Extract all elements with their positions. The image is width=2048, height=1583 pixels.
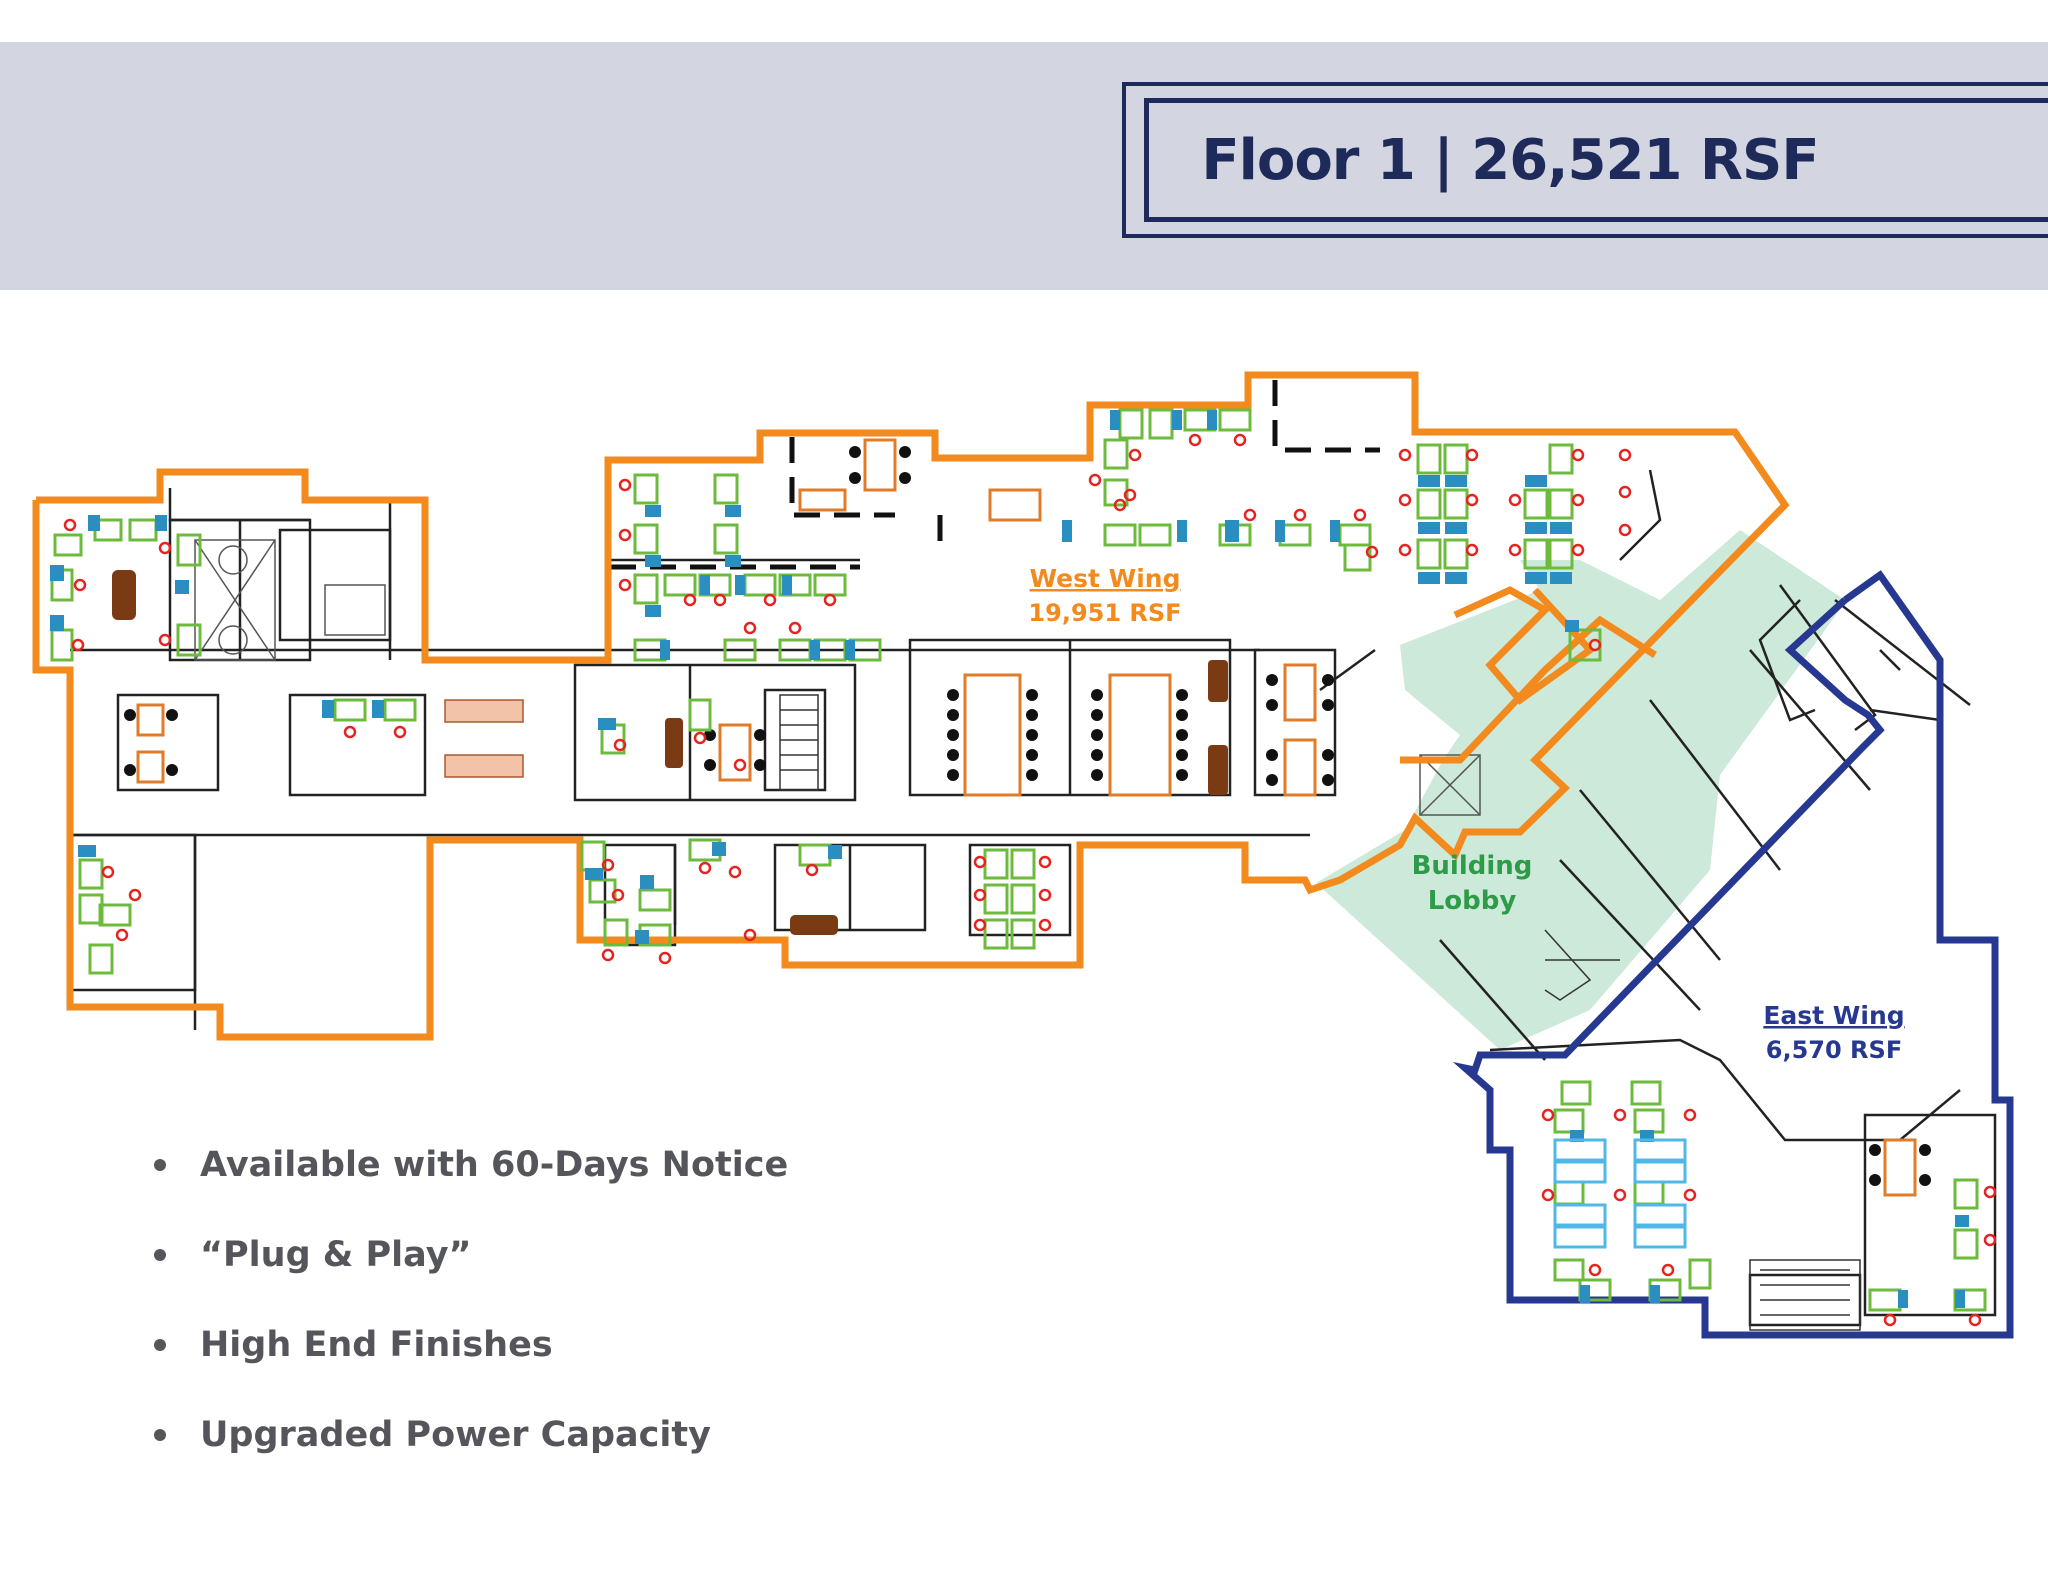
sofas	[112, 570, 1228, 935]
feature-item: Available with 60-Days Notice	[150, 1135, 910, 1225]
conference-chairs	[124, 446, 1931, 1186]
feature-item: Upgraded Power Capacity	[150, 1405, 910, 1495]
east-wing-area: 6,570 RSF	[1766, 1036, 1902, 1064]
lobby-label-line1: Building	[1412, 851, 1533, 881]
bullet-icon	[154, 1429, 166, 1441]
benching	[1553, 1138, 1687, 1249]
west-notch-outline	[1453, 586, 1596, 705]
stairs	[779, 694, 1861, 1331]
page-title: Floor 1 | 26,521 RSF	[1201, 127, 1819, 193]
west-wing-area: 19,951 RSF	[1028, 599, 1181, 627]
chair-dots	[63, 433, 1997, 1327]
title-frame-outer	[1122, 82, 2048, 238]
restroom-core	[194, 539, 1481, 816]
east-wing-outline	[1452, 570, 2014, 1339]
bullet-icon	[154, 1249, 166, 1261]
bullet-icon	[154, 1339, 166, 1351]
lobby-label-line2: Lobby	[1428, 886, 1517, 916]
title-frame-inner	[1144, 98, 2048, 222]
chairs	[50, 410, 1969, 1308]
counters	[444, 699, 524, 778]
east-wing-name: East Wing	[1763, 1001, 1904, 1030]
feature-item: High End Finishes	[150, 1315, 910, 1405]
conference-tables	[136, 438, 1917, 1197]
interior-walls	[68, 469, 1997, 1327]
feature-item: “Plug & Play”	[150, 1225, 910, 1315]
bullet-icon	[154, 1159, 166, 1171]
west-wing-outline	[32, 371, 1790, 1041]
west-wing-name: West Wing	[1029, 564, 1180, 593]
feature-list: Available with 60-Days Notice “Plug & Pl…	[150, 1135, 910, 1495]
